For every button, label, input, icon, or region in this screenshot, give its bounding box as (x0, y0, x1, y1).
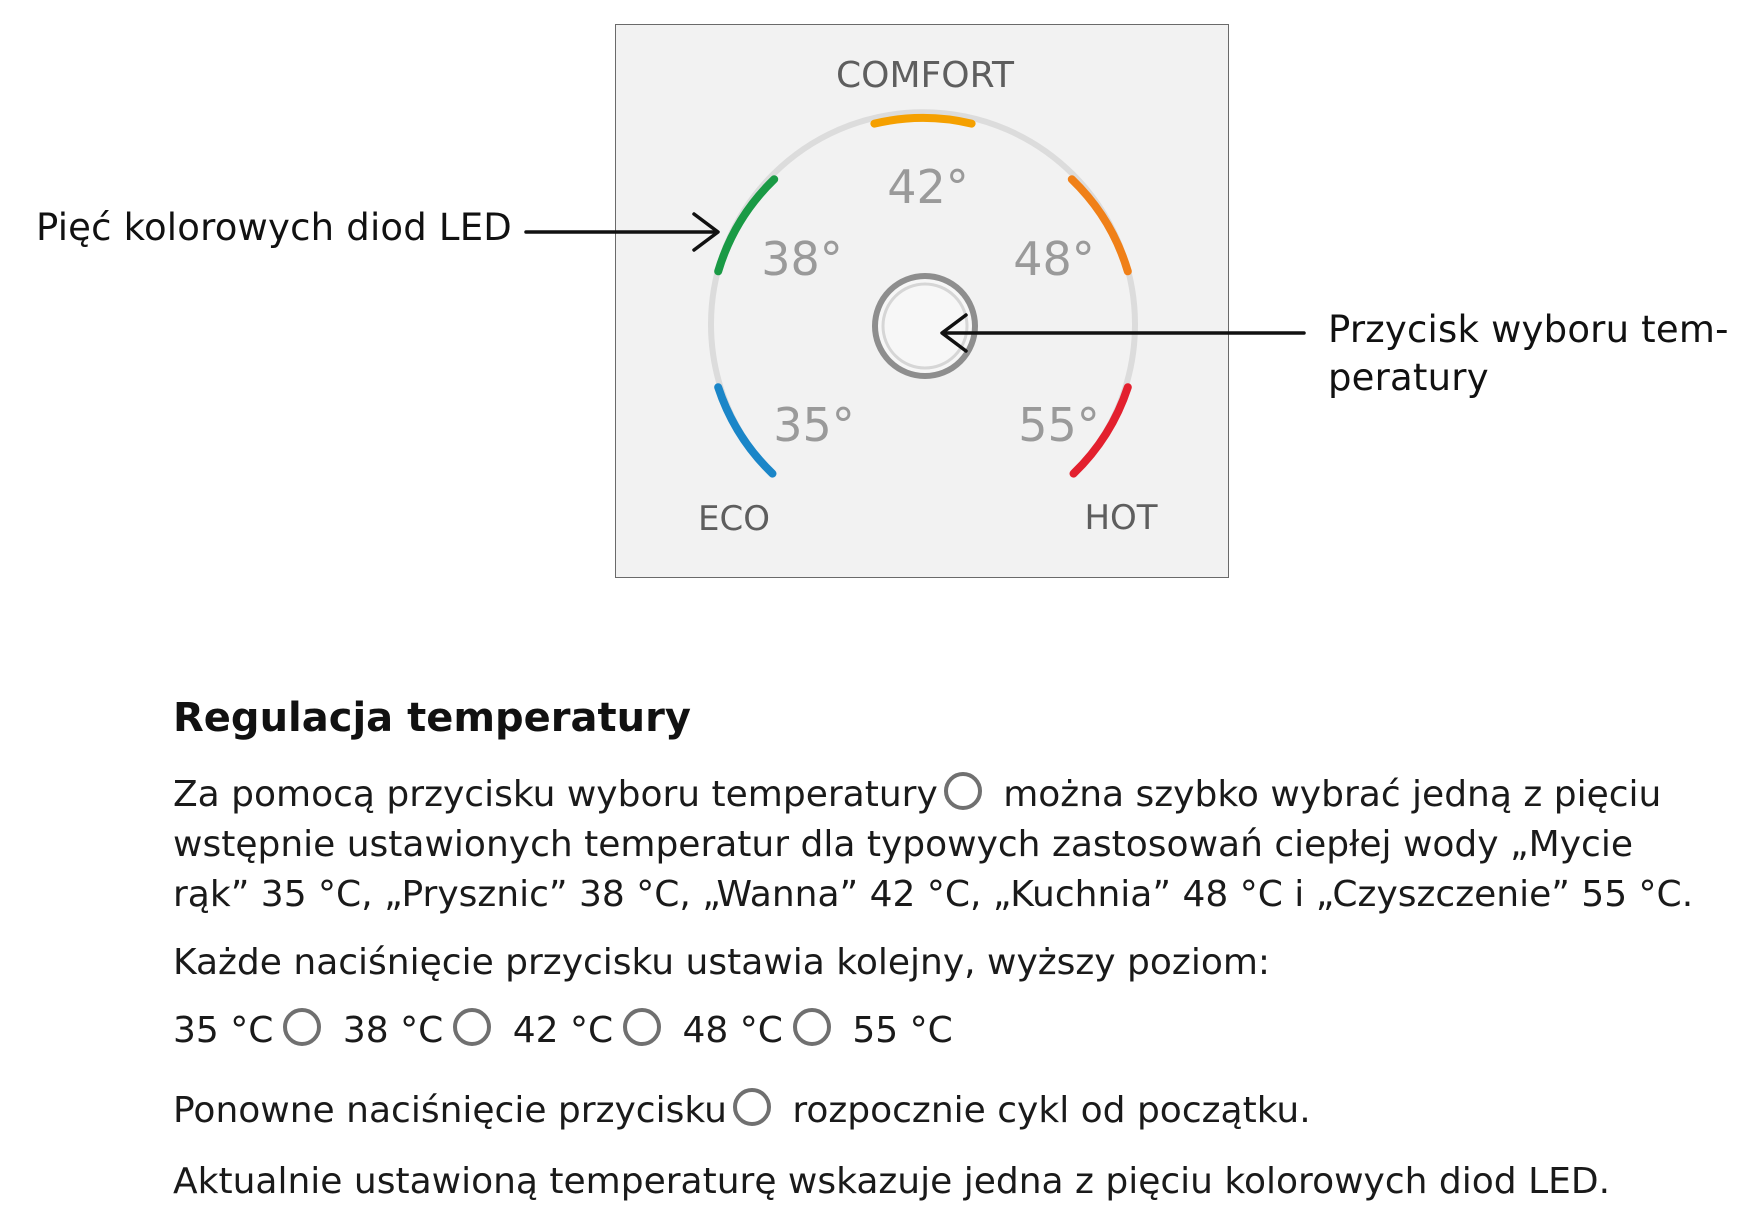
paragraph-press-info: Każde naciśnięcie przycisku ustawia kole… (173, 942, 1271, 983)
paragraph-intro-text-start: Za pomocą przycisku wyboru temperatury (173, 774, 938, 815)
paragraph-cycle-text-start: Ponowne naciśnięcie przycisku (173, 1090, 727, 1131)
paragraph-intro-text-end: można szybko wybrać jedną z pięciu wstęp… (173, 774, 1694, 915)
callout-led-label: Pięć kolorowych diod LED (36, 206, 512, 249)
select-button-icon (453, 1008, 492, 1046)
temp-label-48: 48° (1013, 232, 1095, 286)
temp-label-38: 38° (761, 232, 843, 286)
sequence-item: 38 °C (342, 1010, 444, 1051)
led-48 (1067, 175, 1132, 276)
led-arrow-head (692, 212, 720, 252)
select-button-icon (732, 1088, 771, 1126)
paragraph-led-indicator: Aktualnie ustawioną temperaturę wskazuje… (173, 1161, 1611, 1202)
sequence-item: 35 °C (173, 1010, 274, 1051)
led-38 (714, 175, 779, 276)
temperature-sequence: 35 °C 38 °C 42 °C 48 °C 55 °C (173, 1006, 1702, 1056)
sequence-item: 42 °C (512, 1010, 614, 1051)
paragraph-cycle: Ponowne naciśnięcie przycisku rozpocznie… (173, 1086, 1702, 1136)
led-42-comfort (870, 114, 976, 128)
button-arrow-head (940, 313, 968, 353)
select-button-icon (792, 1008, 831, 1046)
temperature-select-button-inner (881, 282, 969, 370)
hot-label: HOT (1084, 498, 1157, 538)
temperature-select-button-icon[interactable] (872, 273, 978, 379)
section-title: Regulacja temperatury (173, 695, 691, 741)
temp-label-42: 42° (887, 160, 969, 214)
select-button-icon (943, 772, 982, 810)
select-button-icon (623, 1008, 662, 1046)
paragraph-intro: Za pomocą przycisku wyboru temperatury m… (173, 770, 1702, 920)
paragraph-cycle-text-end: rozpocznie cykl od początku. (780, 1090, 1311, 1131)
temp-label-55: 55° (1018, 398, 1100, 452)
sequence-item: 48 °C (682, 1010, 783, 1051)
callout-button-label: Przycisk wyboru tem- peratury (1328, 308, 1729, 399)
led-35-eco (714, 383, 777, 478)
temp-label-35: 35° (773, 398, 855, 452)
led-55-hot (1069, 383, 1132, 478)
eco-label: ECO (698, 499, 770, 539)
comfort-label: COMFORT (836, 55, 1015, 96)
select-button-icon (283, 1008, 322, 1046)
sequence-item: 55 °C (852, 1010, 953, 1051)
